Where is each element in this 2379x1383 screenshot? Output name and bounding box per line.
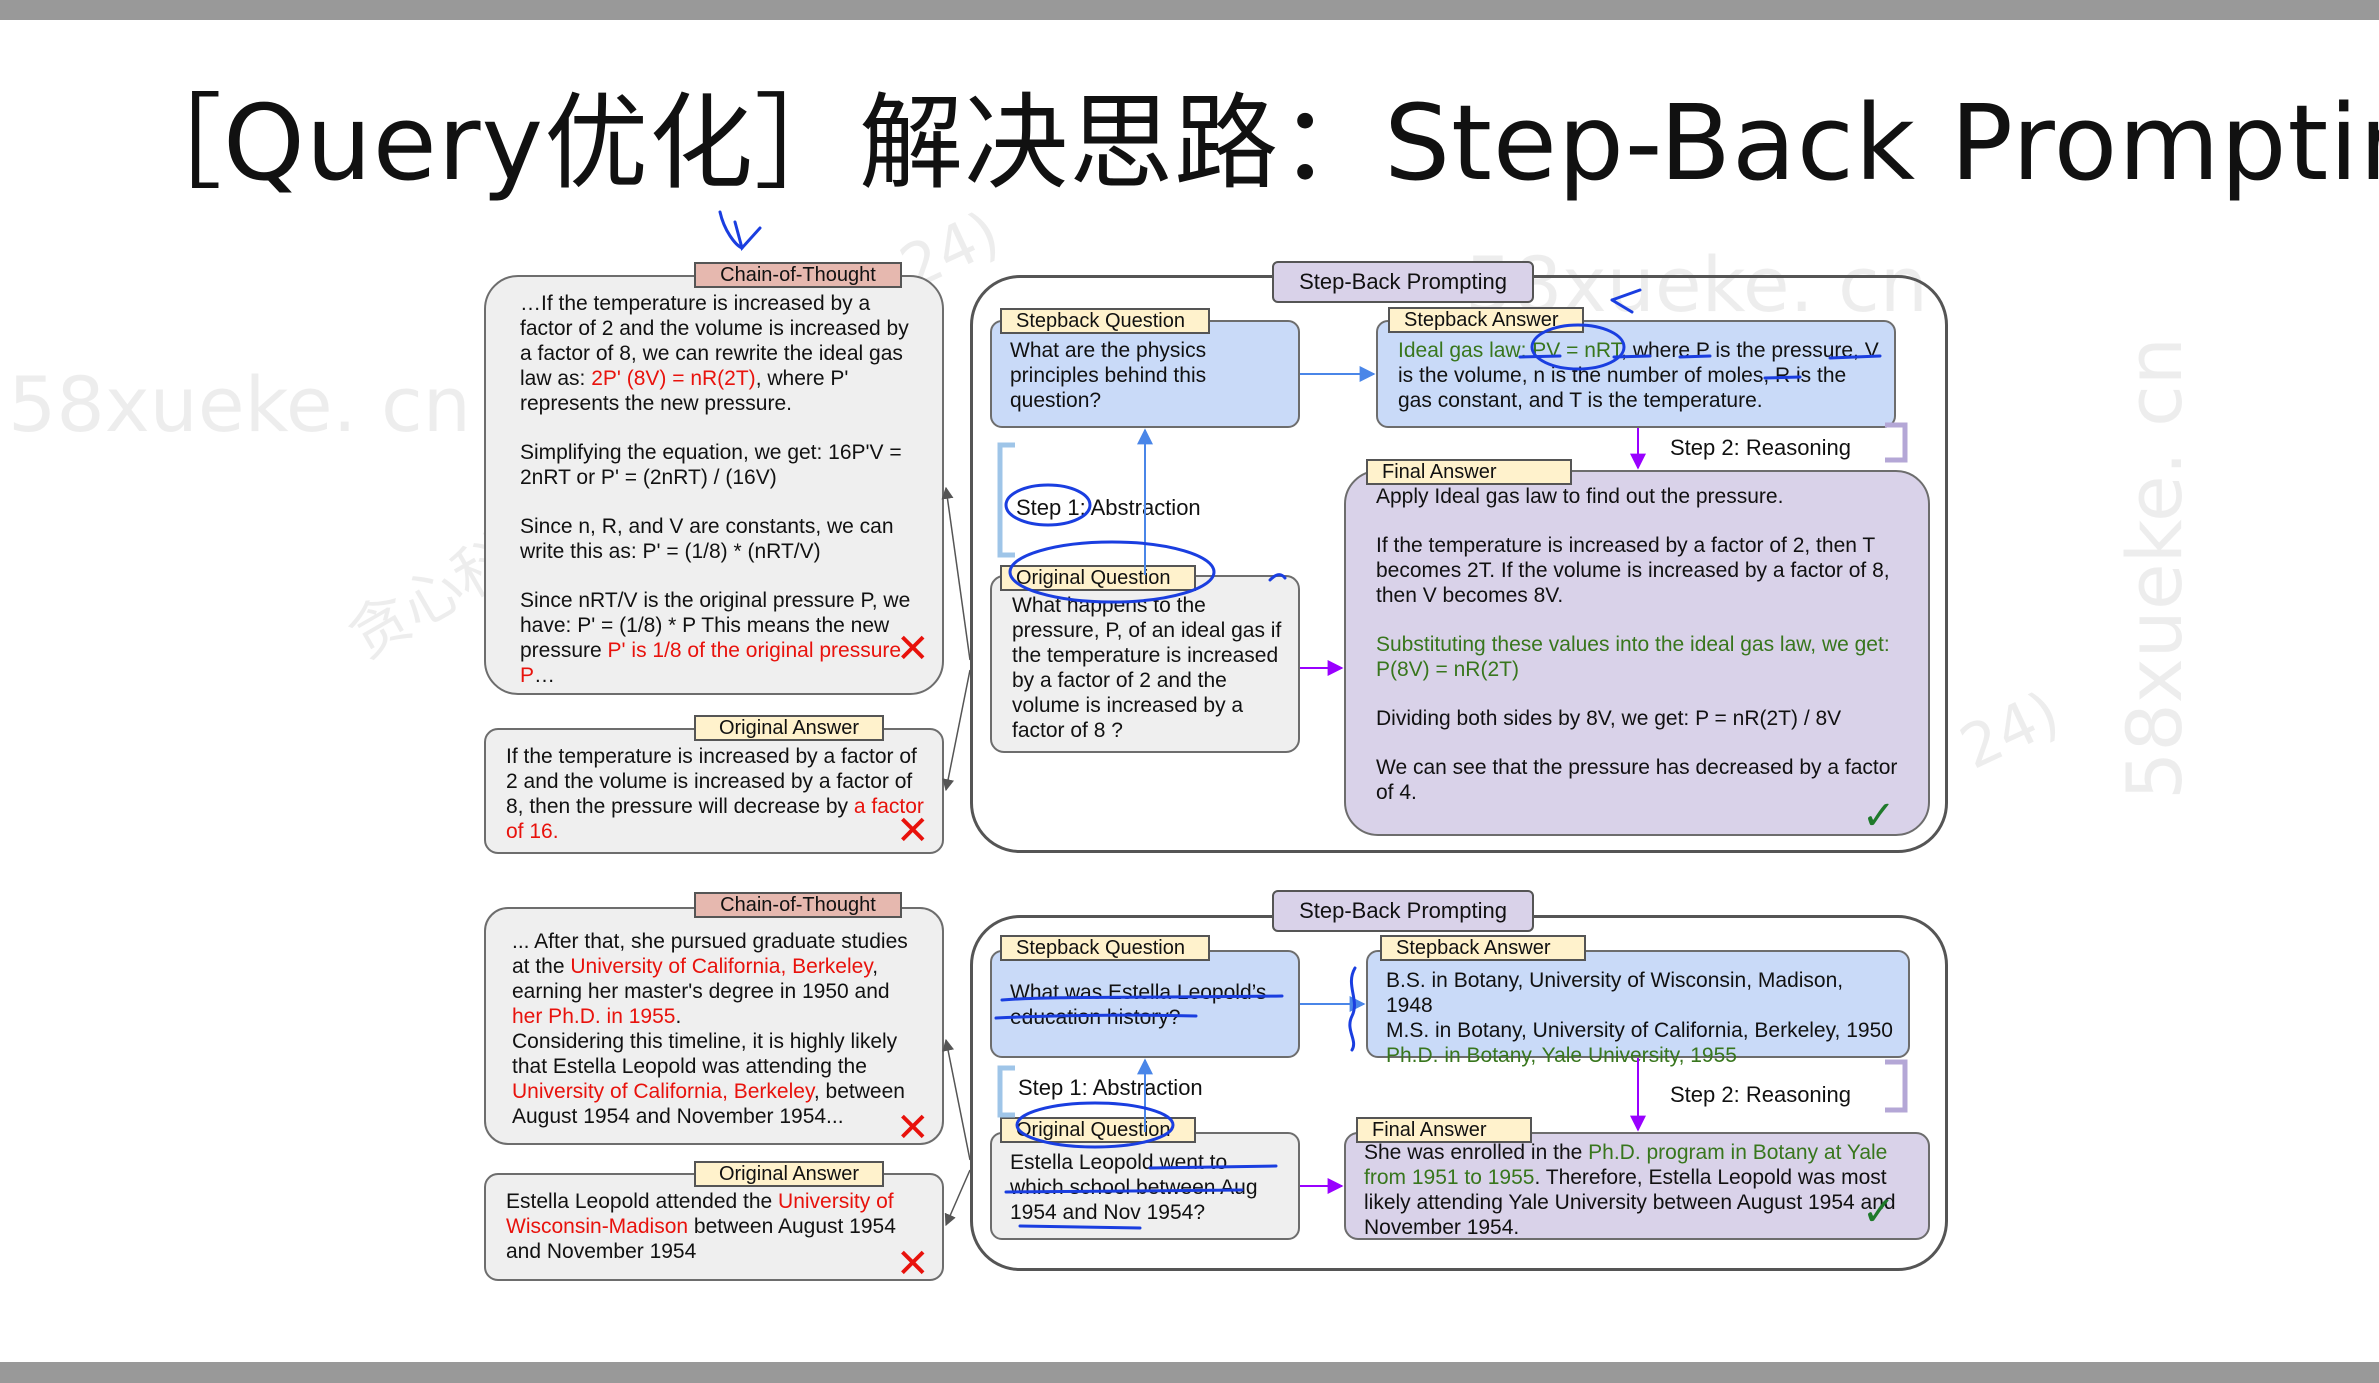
- cot-box-history: ... After that, she pursued graduate stu…: [484, 907, 944, 1145]
- cot-paragraph: …If the temperature is increased by a fa…: [520, 292, 909, 415]
- cot-label: Chain-of-Thought: [694, 262, 902, 288]
- original-answer-box-physics: If the temperature is increased by a fac…: [484, 728, 944, 854]
- original-question-box: Estella Leopold went to which school bet…: [990, 1132, 1300, 1240]
- stepback-question-box: What was Estella Leopold’s education his…: [990, 950, 1300, 1058]
- final-answer-box-history: She was enrolled in the Ph.D. program in…: [1344, 1132, 1930, 1240]
- final-paragraph: If the temperature is increased by a fac…: [1376, 534, 1890, 607]
- step2-reasoning-label: Step 2: Reasoning: [1670, 435, 1852, 460]
- cross-mark-icon: ✕: [896, 1241, 930, 1287]
- check-mark-icon: ✓: [1862, 1189, 1896, 1235]
- final-answer-box-physics: Apply Ideal gas law to find out the pres…: [1344, 470, 1930, 836]
- step-back-prompting-label: Step-Back Prompting: [1272, 890, 1534, 932]
- cross-mark-icon: ✕: [896, 1105, 930, 1151]
- final-paragraph: We can see that the pressure has decreas…: [1376, 756, 1898, 804]
- stepback-question-label: Stepback Question: [1000, 935, 1210, 961]
- cot-paragraph: Simplifying the equation, we get: 16P'V …: [520, 441, 902, 489]
- step2-reasoning-label: Step 2: Reasoning: [1670, 1082, 1852, 1107]
- stepback-answer-box: Ideal gas law: PV = nRT, where P is the …: [1376, 320, 1896, 428]
- step1-abstraction-label: Step 1: Abstraction: [1016, 495, 1201, 520]
- cot-label: Chain-of-Thought: [694, 892, 902, 918]
- step1-abstraction-label: Step 1: Abstraction: [1018, 1075, 1203, 1100]
- check-mark-icon: ✓: [1862, 793, 1896, 839]
- stepback-question-label: Stepback Question: [1000, 308, 1210, 334]
- cross-mark-icon: ✕: [896, 626, 930, 672]
- final-answer-label: Final Answer: [1356, 1117, 1532, 1143]
- original-question-box: What happens to the pressure, P, of an i…: [990, 575, 1300, 753]
- slide-title: ［Query优化］解决思路：Step-Back Prompting: [118, 82, 2379, 204]
- final-answer-label: Final Answer: [1366, 459, 1572, 485]
- top-bar: [0, 0, 2379, 20]
- loop-bracket: [997, 442, 1015, 558]
- original-question-label: Original Question: [1000, 565, 1196, 591]
- watermark: 58xueke. cn: [8, 360, 471, 449]
- loop-bracket: [1885, 422, 1908, 463]
- cot-paragraph: Since n, R, and V are constants, we can …: [520, 515, 894, 563]
- loop-bracket: [997, 1065, 1015, 1118]
- education-line: B.S. in Botany, University of Wisconsin,…: [1386, 969, 1844, 1017]
- frame-to-cot-arrow: [942, 1038, 971, 1161]
- ink-annotations: [718, 210, 1882, 1230]
- final-paragraph: Substituting these values into the ideal…: [1376, 633, 1890, 681]
- step-back-prompting-label: Step-Back Prompting: [1272, 261, 1534, 303]
- final-paragraph: Apply Ideal gas law to find out the pres…: [1376, 485, 1784, 508]
- loop-bracket: [1885, 1059, 1908, 1113]
- original-answer-label: Original Answer: [694, 715, 884, 741]
- frame-to-answer-arrow: [944, 1169, 971, 1227]
- stepback-answer-box: B.S. in Botany, University of Wisconsin,…: [1366, 950, 1910, 1067]
- education-line: M.S. in Botany, University of California…: [1386, 1019, 1893, 1042]
- bottom-bar: [0, 1362, 2379, 1383]
- cot-paragraph: Since nRT/V is the original pressure P, …: [520, 589, 911, 687]
- original-answer-label: Original Answer: [694, 1161, 884, 1187]
- frame-to-answer-arrow: [942, 669, 971, 792]
- frame-to-cot-arrow: [941, 486, 971, 661]
- education-line: Ph.D. in Botany, Yale University, 1955: [1386, 1044, 1737, 1067]
- stepback-answer-label: Stepback Answer: [1380, 935, 1586, 961]
- final-paragraph: Dividing both sides by 8V, we get: P = n…: [1376, 707, 1842, 730]
- cross-mark-icon: ✕: [896, 808, 930, 854]
- cot-box-physics: …If the temperature is increased by a fa…: [484, 275, 944, 695]
